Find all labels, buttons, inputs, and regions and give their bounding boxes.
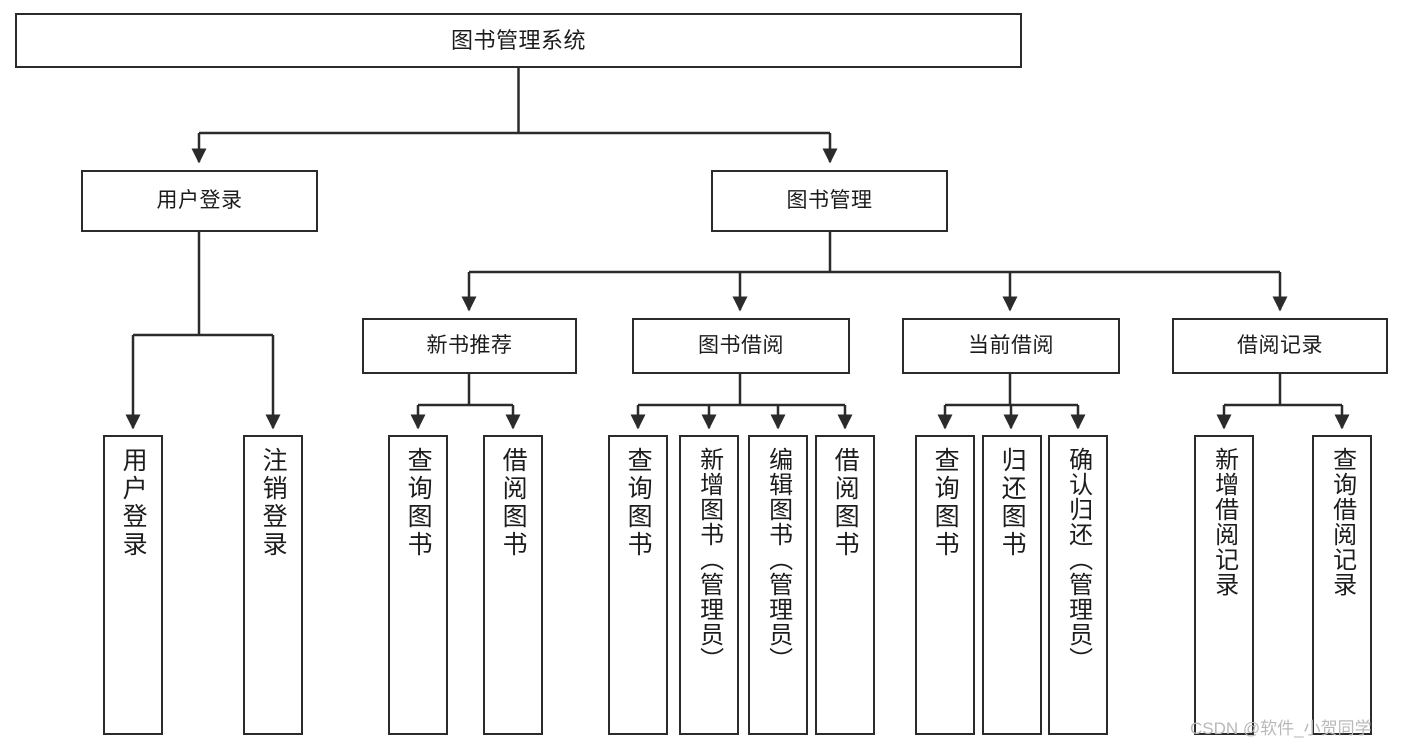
node-label: 图书管理 (786, 188, 873, 212)
leaf-query-book-current[interactable]: 查询图书 (915, 435, 975, 735)
node-label: 当前借阅 (968, 333, 1054, 357)
node-label: 查询图书 (624, 447, 653, 559)
leaf-return-book[interactable]: 归还图书 (982, 435, 1042, 735)
node-label: 图书管理系统 (450, 27, 586, 53)
node-book-borrowing[interactable]: 图书借阅 (632, 318, 850, 374)
node-label: 用户登录 (119, 447, 148, 559)
leaf-edit-book-admin[interactable]: 编辑图书（管理员） (748, 435, 808, 735)
node-book-management[interactable]: 图书管理 (711, 170, 948, 232)
leaf-borrow-book-recommendation[interactable]: 借阅图书 (483, 435, 543, 735)
node-label: 注销登录 (259, 447, 288, 559)
leaf-query-book-recommendation[interactable]: 查询图书 (388, 435, 448, 735)
node-label: 借阅图书 (831, 447, 860, 559)
leaf-borrow-book-borrowing[interactable]: 借阅图书 (815, 435, 875, 735)
node-label: 归还图书 (998, 447, 1027, 559)
node-label: 编辑图书（管理员） (764, 447, 792, 672)
node-label: 查询图书 (404, 447, 433, 559)
node-label: 确认归还（管理员） (1064, 447, 1092, 672)
leaf-query-book-borrowing[interactable]: 查询图书 (608, 435, 668, 735)
node-label: 用户登录 (156, 188, 243, 212)
node-label: 借阅记录 (1237, 333, 1323, 357)
leaf-query-borrowing-record[interactable]: 查询借阅记录 (1312, 435, 1372, 735)
node-root-system[interactable]: 图书管理系统 (15, 13, 1022, 68)
node-user-login[interactable]: 用户登录 (81, 170, 318, 232)
node-label: 借阅图书 (499, 447, 528, 559)
node-borrowing-record[interactable]: 借阅记录 (1172, 318, 1388, 374)
csdn-watermark: CSDN @软件_小贺同学 (1190, 719, 1372, 738)
leaf-user-logout[interactable]: 注销登录 (243, 435, 303, 735)
leaf-user-login[interactable]: 用户登录 (103, 435, 163, 735)
leaf-confirm-return-admin[interactable]: 确认归还（管理员） (1048, 435, 1108, 735)
node-label: 新增图书（管理员） (695, 447, 723, 672)
node-label: 新书推荐 (426, 333, 513, 357)
node-new-book-recommendation[interactable]: 新书推荐 (362, 318, 577, 374)
node-label: 查询借阅记录 (1328, 447, 1356, 597)
leaf-add-borrowing-record[interactable]: 新增借阅记录 (1194, 435, 1254, 735)
leaf-add-book-admin[interactable]: 新增图书（管理员） (679, 435, 739, 735)
node-label: 图书借阅 (698, 333, 784, 357)
node-label: 查询图书 (931, 447, 960, 559)
node-label: 新增借阅记录 (1210, 447, 1238, 597)
node-current-borrowing[interactable]: 当前借阅 (902, 318, 1120, 374)
